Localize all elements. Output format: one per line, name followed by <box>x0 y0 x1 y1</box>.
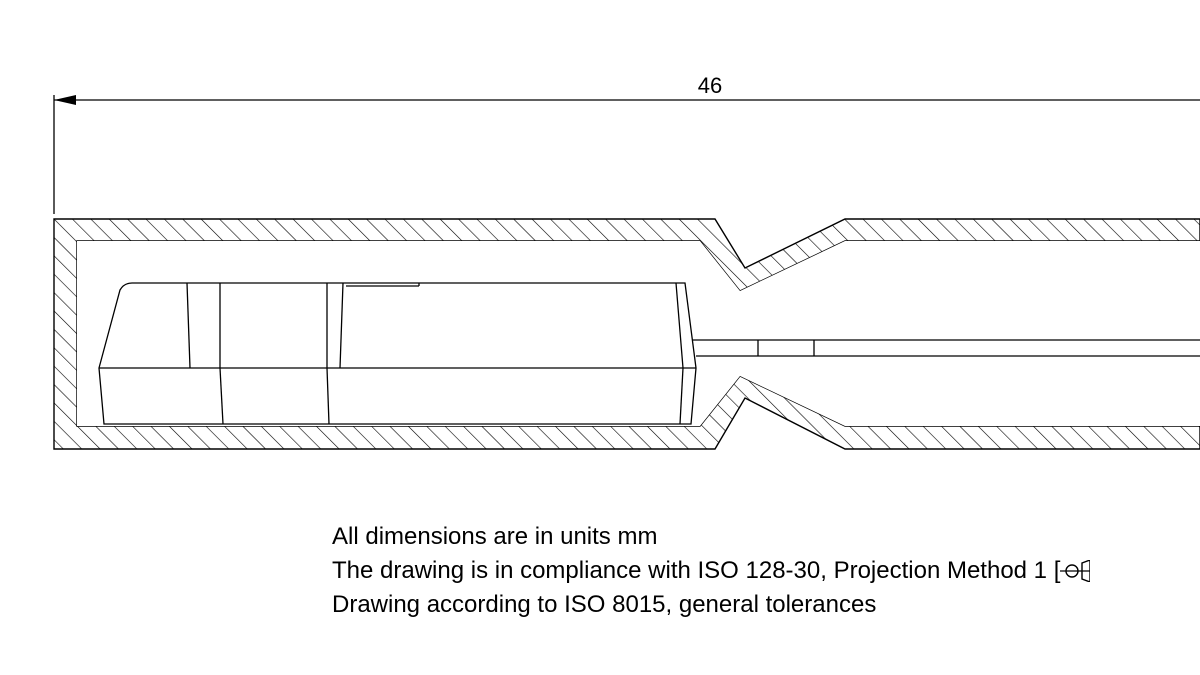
tolerance-note: Drawing according to ISO 8015, general t… <box>332 591 877 618</box>
section-line-1 <box>186 282 191 369</box>
dimension-arrowhead <box>54 95 76 105</box>
section-line-6 <box>339 282 344 369</box>
drawing-notes: All dimensions are in units mm The drawi… <box>332 520 1091 622</box>
crimp-cavity <box>77 241 1200 426</box>
component-edge-right <box>675 282 684 369</box>
contact-pin <box>693 339 1200 357</box>
units-note: All dimensions are in units mm <box>332 523 658 550</box>
first-angle-projection-icon <box>1060 560 1091 582</box>
inner-component <box>98 282 697 425</box>
section-line-3 <box>219 367 224 425</box>
section-line-5 <box>326 367 330 425</box>
projection-note-text: The drawing is in compliance with ISO 12… <box>332 557 1061 584</box>
dimension-46: 46 <box>53 73 1200 214</box>
component-outline <box>98 282 697 425</box>
dimension-value: 46 <box>698 73 722 98</box>
projection-note: The drawing is in compliance with ISO 12… <box>332 554 1091 588</box>
component-edge-right-lower <box>679 367 684 425</box>
